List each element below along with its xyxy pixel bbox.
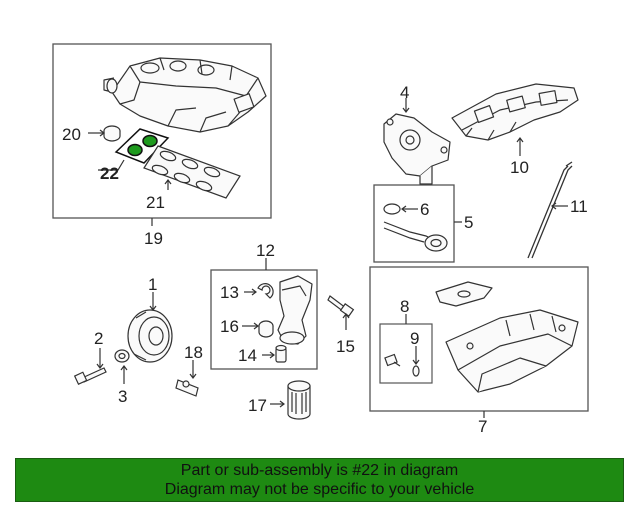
intake-manifold-part[interactable] (103, 57, 267, 133)
part-4-oil-pump[interactable] (383, 113, 451, 185)
part-12-filter-adapter[interactable] (277, 275, 313, 345)
callout-3[interactable]: 3 (118, 387, 127, 406)
callout-9[interactable]: 9 (410, 329, 419, 348)
callout-12[interactable]: 12 (256, 241, 275, 260)
part-14-sleeve[interactable] (275, 344, 287, 363)
part-7-oil-pan[interactable] (435, 281, 579, 393)
part-5-pickup-tube[interactable] (383, 203, 448, 252)
part-15-bolt[interactable] (327, 295, 355, 317)
callout-18[interactable]: 18 (184, 343, 203, 362)
part-21-gasket[interactable] (143, 145, 241, 199)
part-20-cap[interactable] (103, 125, 121, 142)
part-17-oil-filter[interactable] (287, 380, 311, 420)
group-box-12 (210, 269, 318, 370)
leader-lines (88, 98, 568, 418)
callout-2[interactable]: 2 (94, 329, 103, 348)
callout-10[interactable]: 10 (510, 158, 529, 177)
banner-line-2: Diagram may not be specific to your vehi… (164, 481, 475, 498)
part-13-seal[interactable] (257, 283, 274, 299)
part-2-bolt[interactable] (73, 367, 107, 386)
callout-16[interactable]: 16 (220, 317, 239, 336)
callout-17[interactable]: 17 (248, 396, 267, 415)
part-11-dipstick[interactable] (527, 161, 573, 259)
callout-11[interactable]: 11 (570, 197, 588, 216)
callout-22[interactable]: 22 (100, 164, 119, 183)
part-16-bushing[interactable] (258, 320, 274, 338)
group-box-5 (373, 184, 455, 263)
callout-20[interactable]: 20 (62, 125, 81, 144)
callout-4[interactable]: 4 (400, 83, 409, 102)
callout-13[interactable]: 13 (220, 283, 239, 302)
group-box-8 (379, 323, 433, 384)
group-box-7 (369, 266, 589, 412)
group-box-19 (52, 43, 272, 219)
callout-8[interactable]: 8 (400, 297, 409, 316)
callout-14[interactable]: 14 (238, 346, 257, 365)
callout-6[interactable]: 6 (420, 200, 429, 219)
callout-7[interactable]: 7 (478, 417, 487, 436)
part-3-washer[interactable] (114, 349, 130, 363)
info-banner: Part or sub-assembly is #22 in diagram D… (15, 458, 624, 502)
callout-5[interactable]: 5 (464, 213, 473, 232)
callout-15[interactable]: 15 (336, 337, 355, 356)
callout-1[interactable]: 1 (148, 275, 157, 294)
callout-labels: 20 22 21 19 4 10 11 6 5 12 13 16 14 15 1… (62, 83, 588, 436)
callout-19[interactable]: 19 (144, 229, 163, 248)
callout-21[interactable]: 21 (146, 193, 165, 212)
banner-line-1: Part or sub-assembly is #22 in diagram (180, 462, 459, 479)
part-18-sensor[interactable] (175, 379, 199, 397)
part-22-seals[interactable] (114, 128, 170, 164)
part-10-balance-shaft[interactable] (451, 83, 579, 141)
part-9-drain-plug[interactable] (384, 353, 420, 377)
part-1-pulley[interactable] (127, 309, 173, 363)
